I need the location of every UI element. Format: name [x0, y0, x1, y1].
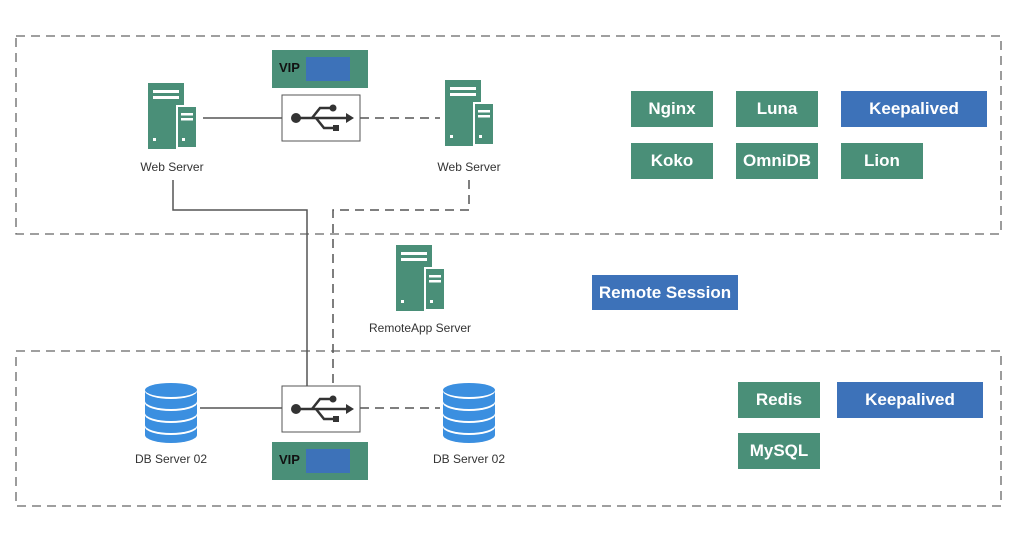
service-tag-nginx: Nginx [631, 91, 713, 127]
db-server-left-icon [145, 383, 197, 443]
service-tag-keepalived-db: Keepalived [837, 382, 983, 418]
db-switch-usb-icon [280, 384, 362, 434]
service-tag-redis: Redis [738, 382, 820, 418]
web-server-right-label: Web Server [437, 160, 501, 174]
web-server-right-icon [445, 80, 495, 146]
db-server-right-label: DB Server 02 [432, 452, 506, 466]
service-tag-keepalived-web: Keepalived [841, 91, 987, 127]
web-left-to-db-switch-line [172, 180, 308, 386]
web-switch-usb-icon [280, 93, 362, 143]
db-server-right-icon [443, 383, 495, 443]
db-vip-address-box [306, 449, 350, 473]
service-tag-koko: Koko [631, 143, 713, 179]
db-server-left-label: DB Server 02 [134, 452, 208, 466]
remoteapp-server-icon [396, 245, 446, 311]
web-server-left-icon [148, 83, 198, 149]
web-right-to-db-switch-line [332, 180, 470, 386]
service-tag-mysql: MySQL [738, 433, 820, 469]
service-tag-lion: Lion [841, 143, 923, 179]
db-vip-label: VIP [279, 452, 300, 467]
web-vip-badge: VIP [272, 50, 368, 88]
web-server-left-label: Web Server [140, 160, 204, 174]
service-tag-omnidb: OmniDB [736, 143, 818, 179]
web-vip-address-box [306, 57, 350, 81]
web-tier-boundary [15, 35, 1002, 235]
remoteapp-server-label: RemoteApp Server [368, 321, 472, 335]
service-tag-luna: Luna [736, 91, 818, 127]
web-vip-label: VIP [279, 60, 300, 75]
db-vip-badge: VIP [272, 442, 368, 480]
service-tag-remote-session: Remote Session [592, 275, 738, 310]
